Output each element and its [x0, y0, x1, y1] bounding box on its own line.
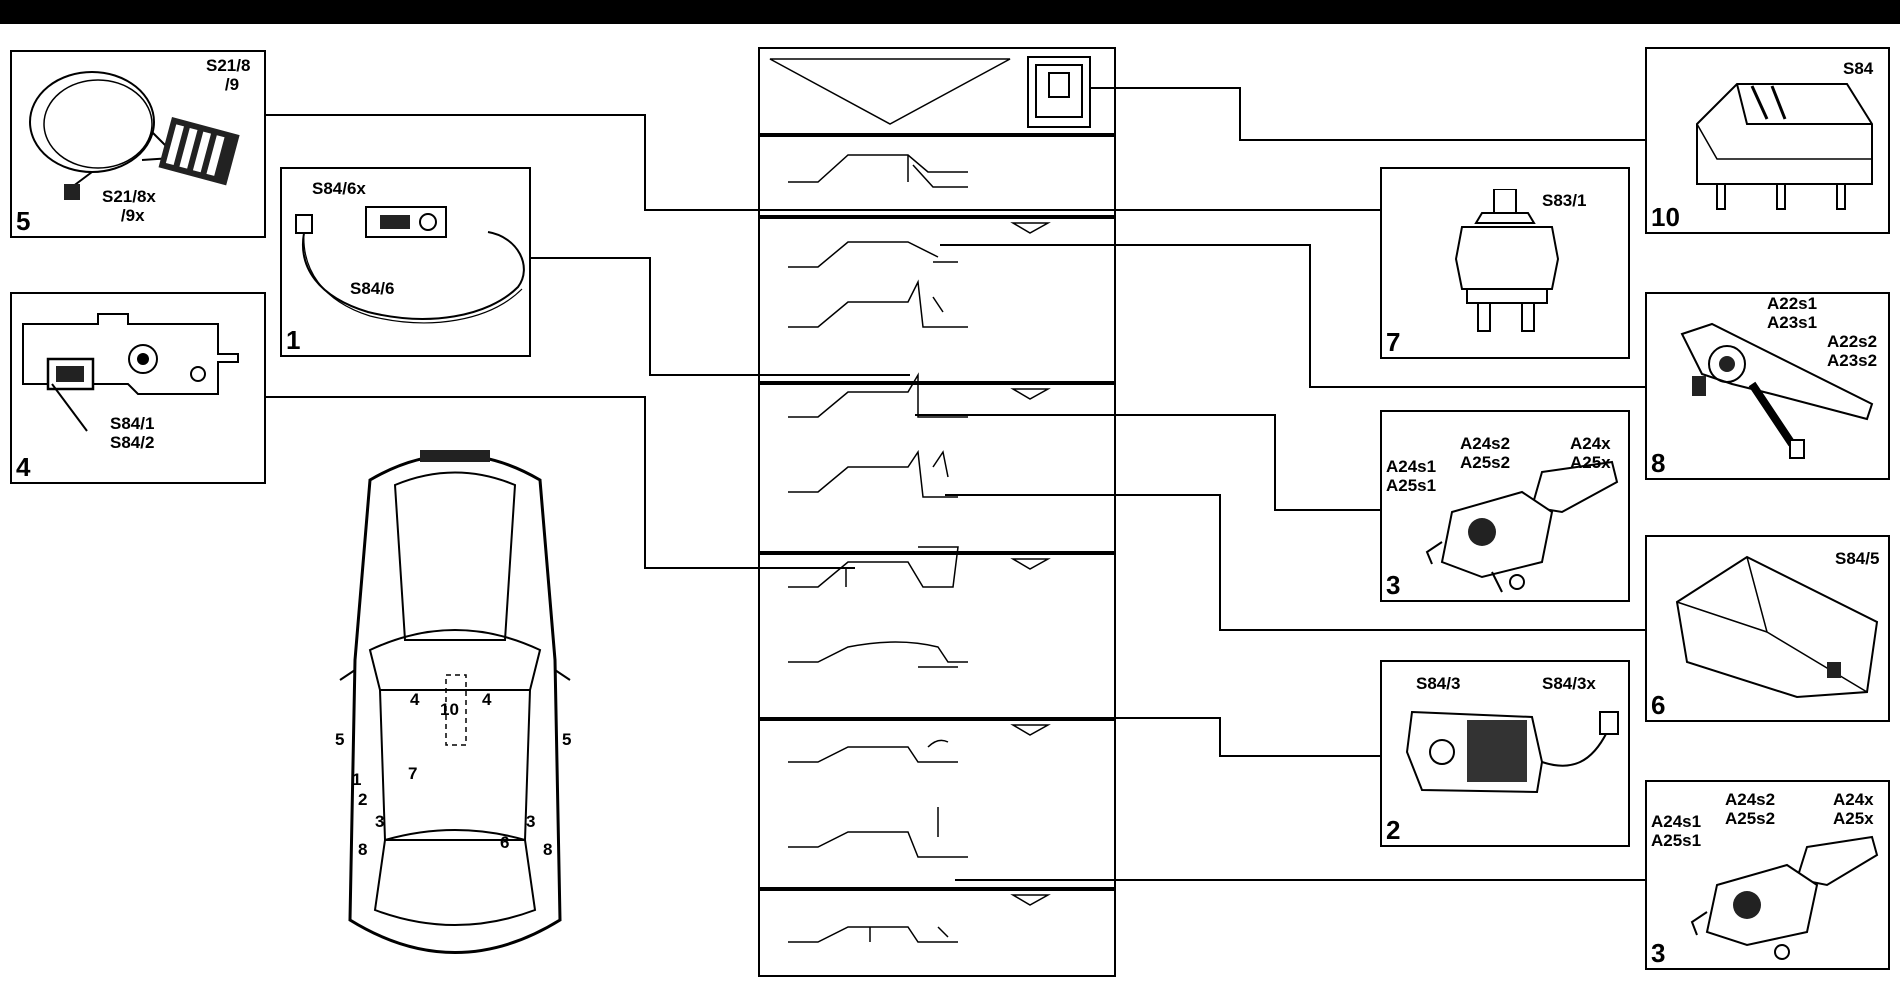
wire-p8 [940, 244, 1645, 388]
location-number: 2 [358, 790, 368, 809]
wire-p4 [265, 396, 855, 569]
switch-housing-illustration [1675, 555, 1879, 699]
location-number: 6 [500, 833, 510, 852]
component-label: A24x A25x [1570, 434, 1611, 472]
component-number: 4 [16, 452, 31, 482]
component-label: S83/1 [1542, 191, 1587, 210]
component-number: 8 [1651, 448, 1666, 478]
location-number: 4 [482, 690, 492, 709]
location-number: 5 [562, 730, 572, 749]
component-number: 2 [1386, 815, 1401, 845]
component-label: S84/3 [1416, 674, 1461, 693]
lock-mechanism-illustration [1680, 322, 1874, 459]
location-number: 8 [358, 840, 368, 859]
component-label: S84/5 [1835, 549, 1880, 568]
location-number: 10 [440, 700, 459, 719]
sequence-step [758, 719, 1116, 889]
sequence-step [758, 889, 1116, 977]
component-panel-3-lower: A24s1 A25s1 A24s2 A25s2 A24x A25x 3 [1645, 780, 1890, 970]
top-black-bar [0, 0, 1900, 24]
sequence-sketches [788, 154, 1051, 943]
component-label: A24s2 A25s2 [1460, 434, 1511, 472]
component-panel-10: S84 10 [1645, 47, 1890, 234]
pressure-switch-illustration [1454, 189, 1560, 332]
actuator-illustration [1405, 710, 1619, 794]
location-number: 1 [352, 770, 362, 789]
sequence-step [758, 553, 1116, 719]
component-label: A24x A25x [1833, 790, 1874, 828]
leader-lines [51, 383, 88, 432]
location-number: 7 [408, 764, 418, 783]
component-number: 10 [1651, 202, 1680, 232]
switch-illustration [1696, 83, 1873, 210]
component-label: A24s1 A25s1 [1651, 812, 1702, 850]
wire-p6 [945, 494, 1645, 631]
location-number: 3 [375, 812, 385, 831]
component-number: 1 [286, 325, 301, 355]
location-number: 8 [543, 840, 553, 859]
component-panel-1: S84/6x S84/6 1 [280, 167, 531, 357]
latch-switch-illustration [22, 313, 239, 395]
component-label: S84 [1843, 59, 1874, 78]
component-label: S84/6 [350, 279, 395, 298]
component-label: S84/6x [312, 179, 366, 198]
component-panel-8: A22s1 A23s1 A22s2 A23s2 8 [1645, 292, 1890, 480]
sequence-step [758, 383, 1116, 553]
component-panel-2: S84/3 S84/3x 2 [1380, 660, 1630, 847]
component-label: A24s2 A25s2 [1725, 790, 1776, 828]
door-lock-illustration [1690, 835, 1879, 960]
wire-p3a [915, 414, 1380, 511]
location-number: 3 [526, 812, 536, 831]
header-graphic [769, 56, 1091, 128]
vehicle-outline [339, 450, 571, 954]
location-number: 5 [335, 730, 345, 749]
vehicle-top-view: 4 10 4 5 5 1 7 2 3 3 8 6 8 [330, 440, 580, 980]
component-label: S21/8x /9x [102, 187, 156, 225]
component-panel-5: S21/8 /9 S21/8x /9x 5 [10, 50, 266, 238]
component-label: A22s2 A23s2 [1827, 332, 1878, 370]
door-lock-illustration [1425, 460, 1619, 593]
component-label: S84/3x [1542, 674, 1596, 693]
sensor-cable-illustration [295, 206, 525, 324]
component-label: A24s1 A25s1 [1386, 457, 1437, 495]
component-number: 5 [16, 206, 31, 236]
component-label: A22s1 A23s1 [1767, 294, 1818, 332]
component-panel-3-upper: A24s1 A25s1 A24s2 A25s2 A24x A25x 3 [1380, 410, 1630, 602]
component-number: 6 [1651, 690, 1666, 720]
wire-p10 [1090, 87, 1645, 141]
component-number: 7 [1386, 327, 1401, 357]
sequence-step [758, 135, 1116, 217]
sequence-column [758, 47, 1116, 977]
component-number: 3 [1651, 938, 1666, 968]
sequence-step [758, 217, 1116, 383]
wire-p1 [530, 257, 910, 376]
wire-p5 [265, 114, 1380, 211]
component-panel-4: S84/1 S84/2 4 [10, 292, 266, 484]
wire-harness-illustration [29, 71, 240, 200]
component-label: S84/1 S84/2 [110, 414, 155, 452]
component-panel-7: S83/1 7 [1380, 167, 1630, 359]
component-label: S21/8 /9 [206, 56, 251, 94]
sequence-header [758, 47, 1116, 135]
component-number: 3 [1386, 570, 1401, 600]
component-panel-6: S84/5 6 [1645, 535, 1890, 722]
location-number: 4 [410, 690, 420, 709]
